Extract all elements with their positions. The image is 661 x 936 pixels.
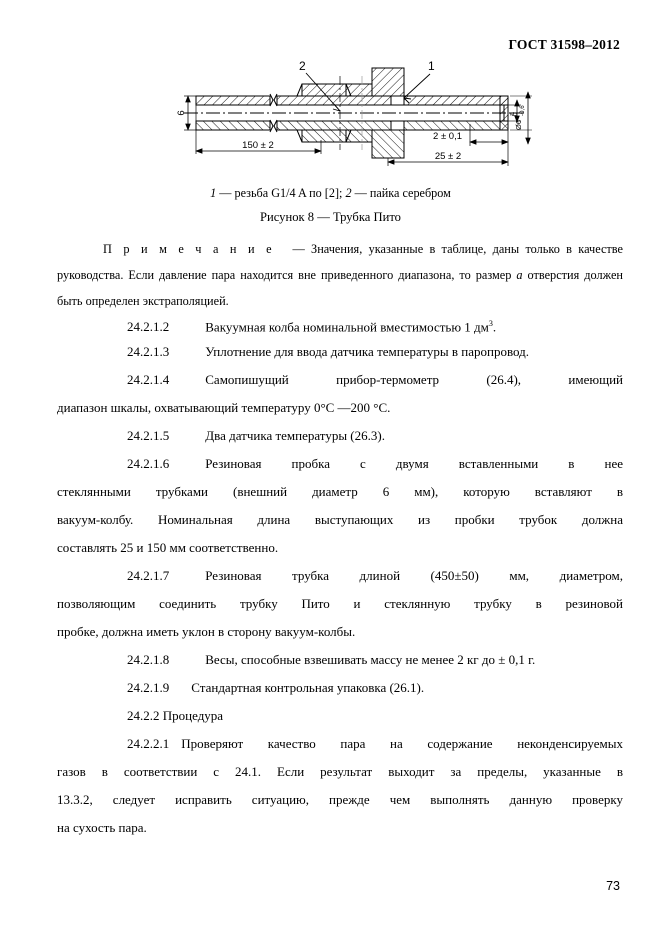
clause-text: Уплотнение для ввода датчика температуры… xyxy=(205,344,530,359)
clause-superscript: 3 xyxy=(488,319,493,328)
clause-24-2-1-4: 24.2.1.4 Самопишущий прибор-термометр (26… xyxy=(57,366,623,422)
legend-item-1-text: — резьба G1/4 A по [2]; xyxy=(216,186,346,200)
dimension-outer-diameter: Ø6 0 -0,6 xyxy=(510,91,532,145)
note-paragraph: П р и м е ч а н и е — Значения, указанны… xyxy=(57,236,623,314)
clause-line: вакуум-колбу. Номинальная длина выступаю… xyxy=(57,512,623,527)
clause-number: 24.2.2.1 xyxy=(127,736,170,751)
clause-number: 24.2.1.7 xyxy=(127,568,170,583)
note-italic-symbol-a: a xyxy=(516,268,523,282)
clause-24-2-1-2: 24.2.1.2 Вакуумная колба номинальной вмес… xyxy=(57,310,623,341)
note-dash: — xyxy=(292,242,305,256)
clause-text: Стандартная контрольная упаковка (26.1). xyxy=(191,680,425,695)
figure-callout-2: 2 xyxy=(299,59,341,112)
figure-callout-1: 1 xyxy=(403,59,435,104)
clause-line: на сухость пара. xyxy=(57,820,147,835)
pitot-tube-section-view xyxy=(184,67,524,159)
page-header-standard-number: ГОСТ 31598–2012 xyxy=(508,37,620,52)
legend-item-2-text: — пайка серебром xyxy=(351,186,451,200)
note-text-before: Значения, указанные в таблице, даны толь… xyxy=(57,242,624,282)
legend-item-2-number: 2 xyxy=(345,186,352,200)
clause-line: газов в соответствии с 24.1. Если резуль… xyxy=(57,764,623,779)
clause-line: диапазон шкалы, охватывающий температуру… xyxy=(57,400,391,415)
dimension-label-bore: 6 xyxy=(176,110,187,115)
dimension-label-hole-2: 2 ± 0,1 xyxy=(433,131,462,142)
clause-line: 24.2.1.7 Резиновая трубка длиной (450±50)… xyxy=(57,562,623,590)
clause-line: позволяющим соединить трубку Пито и стек… xyxy=(57,596,623,611)
clause-24-2-2-1: 24.2.2.1 Проверяют качество пара на содер… xyxy=(57,730,623,842)
clause-number: 24.2.1.4 xyxy=(127,372,170,387)
clause-24-2-1-8: 24.2.1.8 Весы, способные взвешивать массу… xyxy=(57,646,623,674)
clause-text-line-1: Резиновая пробка с двумя вставленными в … xyxy=(205,456,623,471)
clause-24-2-1-6: 24.2.1.6 Резиновая пробка с двумя вставле… xyxy=(57,450,623,562)
clause-number: 24.2.1.8 xyxy=(127,652,170,667)
clause-24-2-1-7: 24.2.1.7 Резиновая трубка длиной (450±50)… xyxy=(57,562,623,646)
figure-8-pitot-tube-drawing: 2 1 6 150 ± 2 xyxy=(0,54,661,179)
dimension-tolerance-upper: 0 xyxy=(512,112,519,116)
clause-24-2-1-5: 24.2.1.5 Два датчика температуры (26.3). xyxy=(57,422,623,450)
dimension-label-a: a xyxy=(507,111,516,116)
callout-label-1: 1 xyxy=(428,59,435,73)
note-text-after: отверстия должен быть определен экстрапо… xyxy=(57,268,623,308)
clause-number: 24.2.1.5 xyxy=(127,428,170,443)
clause-line: стеклянными трубками (внешний диаметр 6 … xyxy=(57,484,623,499)
clause-number: 24.2.1.2 xyxy=(127,319,170,335)
figure-caption-title: Рисунок 8 — Трубка Пито xyxy=(260,210,401,224)
clause-line: пробке, должна иметь уклон в сторону вак… xyxy=(57,624,356,639)
clause-text: Весы, способные взвешивать массу не мене… xyxy=(205,652,536,667)
clause-24-2-1-3: 24.2.1.3 Уплотнение для ввода датчика тем… xyxy=(57,338,623,366)
clause-line: 24.2.2.1 Проверяют качество пара на содер… xyxy=(57,730,623,758)
clause-line: 13.3.2, следует исправить ситуацию, преж… xyxy=(57,792,623,807)
section-heading-24-2-2: 24.2.2 Процедура xyxy=(57,702,623,730)
clause-tail: . xyxy=(492,319,497,335)
section-heading-text: 24.2.2 Процедура xyxy=(127,708,224,723)
clause-text-line-1: Проверяют качество пара на содержание не… xyxy=(181,736,623,751)
clause-text-line-1: Резиновая трубка длиной (450±50) мм, диа… xyxy=(205,568,623,583)
clause-24-2-1-9: 24.2.1.9 Стандартная контрольная упаковка… xyxy=(57,674,623,702)
figure-legend: 1 — резьба G1/4 A по [2]; 2 — пайка сере… xyxy=(0,186,661,201)
clause-text: Вакуумная колба номинальной вместимостью… xyxy=(205,319,489,335)
dimension-length-150: 150 ± 2 xyxy=(195,99,322,154)
dimension-label-diameter: Ø6 xyxy=(514,120,523,130)
dimension-hole-2: 2 ± 0,1 xyxy=(433,99,509,146)
page-number: 73 xyxy=(606,879,620,893)
callout-label-2: 2 xyxy=(299,59,306,73)
clause-text: Два датчика температуры (26.3). xyxy=(205,428,385,443)
clause-line: составлять 25 и 150 мм соответственно. xyxy=(57,540,279,555)
dimension-label-25: 25 ± 2 xyxy=(435,151,461,162)
note-label: П р и м е ч а н и е xyxy=(103,242,275,256)
dimension-label-150: 150 ± 2 xyxy=(242,140,274,151)
legend-item-1-number: 1 xyxy=(210,186,217,200)
clause-text-line-1: Самопишущий прибор-термометр (26.4), име… xyxy=(205,372,623,387)
clause-number: 24.2.1.9 xyxy=(127,680,170,695)
clause-line: 24.2.1.6 Резиновая пробка с двумя вставле… xyxy=(57,450,623,478)
dimension-length-25: 25 ± 2 xyxy=(387,146,509,166)
dimension-tolerance-lower: -0,6 xyxy=(519,105,526,116)
dimension-a: a xyxy=(507,99,521,123)
clause-line: 24.2.1.4 Самопишущий прибор-термометр (26… xyxy=(57,366,623,394)
clause-number: 24.2.1.6 xyxy=(127,456,170,471)
clause-number: 24.2.1.3 xyxy=(127,344,170,359)
